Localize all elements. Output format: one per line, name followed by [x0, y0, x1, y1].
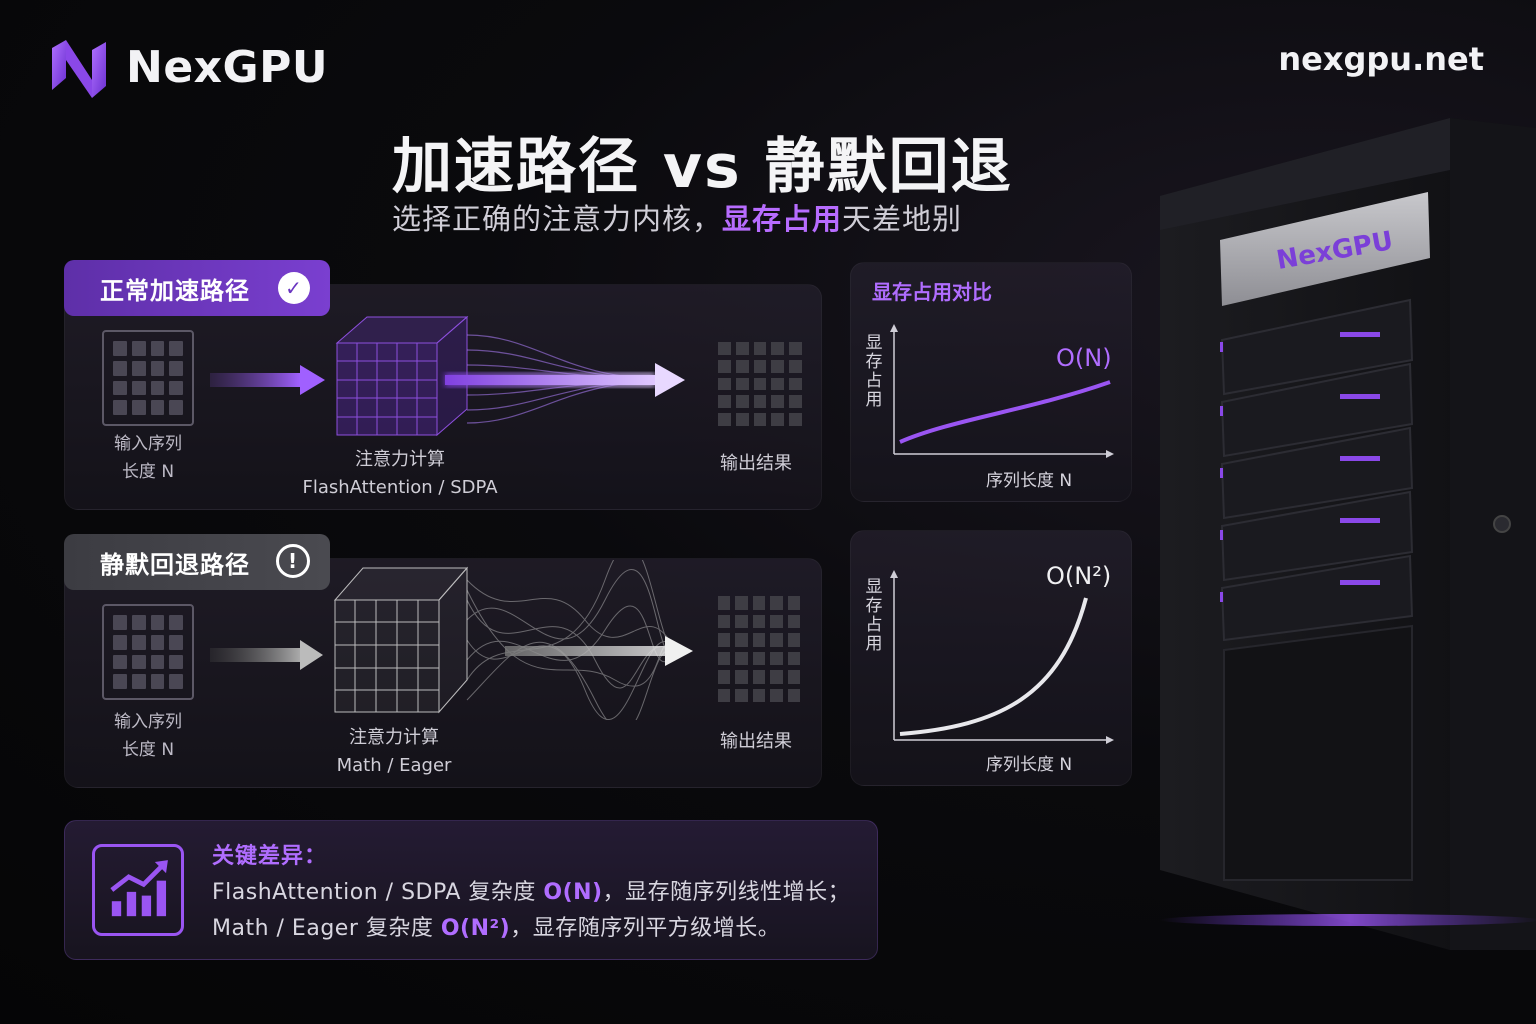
chart-top-panel: [850, 262, 1132, 502]
input-label: 输入序列长度 N: [114, 434, 182, 482]
key-difference-line-2: Math / Eager 复杂度 O(N²)，显存随序列平方级增长。: [212, 916, 781, 941]
key-difference-line-1: FlashAttention / SDPA 复杂度 O(N)，显存随序列线性增长…: [212, 880, 851, 905]
curve-label-quadratic: O(N²): [1046, 562, 1112, 590]
key-difference-panel: [64, 820, 878, 960]
fast-path-panel: [64, 284, 822, 510]
alert-circle-icon: !: [276, 544, 310, 578]
fallback-path-tag: 静默回退路径 !: [64, 534, 330, 590]
fast-path-flow: [210, 315, 685, 437]
curve-label-linear: O(N): [1056, 344, 1112, 372]
bar-chart-up-icon: [92, 844, 184, 936]
x-axis-label: 序列长度 N: [986, 755, 1073, 775]
site-url[interactable]: nexgpu.net: [1278, 40, 1484, 78]
check-circle-icon: ✓: [278, 272, 310, 304]
output-grid: [718, 342, 802, 426]
y-axis-label: 显存占用: [865, 577, 883, 654]
output-label: 输出结果: [720, 731, 792, 752]
y-axis-label: 显存占用: [865, 333, 883, 410]
chart-title: 显存占用对比: [872, 280, 992, 304]
fallback-path-flow: [210, 560, 693, 720]
input-label: 输入序列长度 N: [114, 712, 182, 760]
compute-label: 注意力计算 Math / Eager: [336, 727, 452, 776]
server-rack-image: [1160, 118, 1536, 950]
output-grid: [718, 596, 800, 702]
quadratic-curve: [899, 597, 1088, 736]
x-axis-label: 序列长度 N: [986, 471, 1073, 491]
quadratic-growth-chart: [890, 570, 1114, 744]
brand-name: NexGPU: [126, 42, 329, 93]
n-logo-icon: [52, 40, 106, 98]
page-subtitle: 选择正确的注意力内核，显存占用天差地别: [392, 202, 963, 236]
chart-bottom-panel: [850, 530, 1132, 786]
fast-path-tag: 正常加速路径 ✓: [64, 260, 330, 316]
input-sequence-grid: [102, 604, 194, 700]
output-label: 输出结果: [720, 453, 792, 474]
input-sequence-grid: [102, 330, 194, 426]
page-title: 加速路径 vs 静默回退: [392, 132, 1013, 202]
linear-curve: [899, 380, 1111, 444]
compute-label: 注意力计算 FlashAttention / SDPA: [302, 449, 498, 498]
key-difference-title: 关键差异：: [212, 844, 328, 869]
fallback-path-panel: [64, 558, 822, 788]
linear-growth-chart: [890, 324, 1114, 458]
